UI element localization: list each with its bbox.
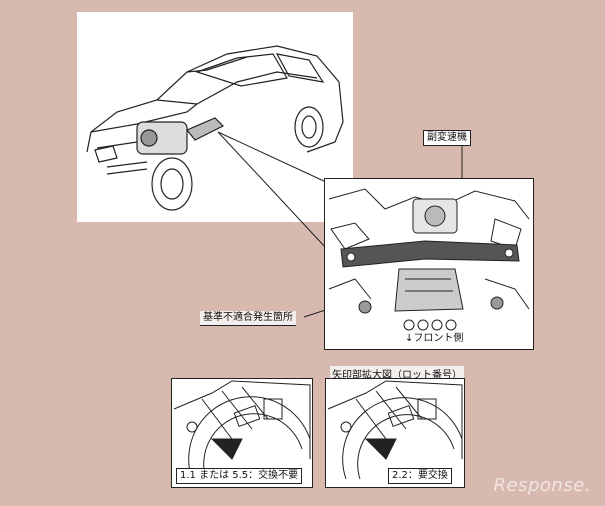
lot-detail-left-drawing [173, 380, 311, 480]
car-illustration-panel [77, 12, 353, 222]
arrow-zoom-caption: 矢印部拡大図（ロット番号） [330, 366, 464, 381]
car-illustration [86, 45, 344, 211]
lot-detail-right-drawing [327, 380, 463, 480]
defect-location-label: 基準不適合発生箇所 [200, 311, 296, 326]
sub-transmission-label: 副変速機 [423, 130, 471, 146]
underbody-detail-panel [324, 178, 534, 350]
underbody-drawing [328, 188, 530, 331]
caption-left: 1.1 または 5.5：交換不要 [176, 468, 303, 484]
response-watermark: Response. [493, 475, 591, 496]
caption-right: 2.2：要交換 [388, 468, 452, 484]
front-side-label: ↓フロント側 [405, 333, 464, 344]
